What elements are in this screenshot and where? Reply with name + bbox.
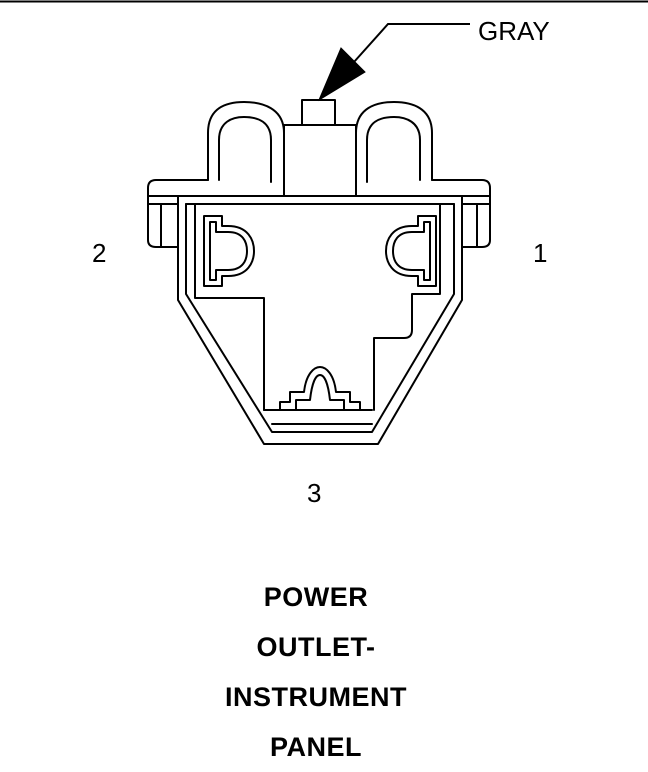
terminal-cavity-2 xyxy=(203,215,255,287)
diagram-caption: POWER OUTLET- INSTRUMENT PANEL xyxy=(0,572,632,772)
color-label: GRAY xyxy=(478,16,550,46)
connector-body xyxy=(147,99,491,445)
caption-line-1: POWER xyxy=(263,582,369,612)
terminal-label-3: 3 xyxy=(307,478,321,508)
terminal-label-1: 1 xyxy=(533,238,547,268)
caption-line-4: PANEL xyxy=(269,732,362,762)
callout-arrowhead xyxy=(317,47,366,102)
terminal-cavity-3 xyxy=(279,366,361,411)
terminal-label-2: 2 xyxy=(92,238,106,268)
caption-line-2: OUTLET- xyxy=(256,632,376,662)
caption-line-3: INSTRUMENT xyxy=(225,682,407,712)
gray-callout-leader xyxy=(317,23,470,102)
terminal-cavity-1 xyxy=(385,215,437,287)
